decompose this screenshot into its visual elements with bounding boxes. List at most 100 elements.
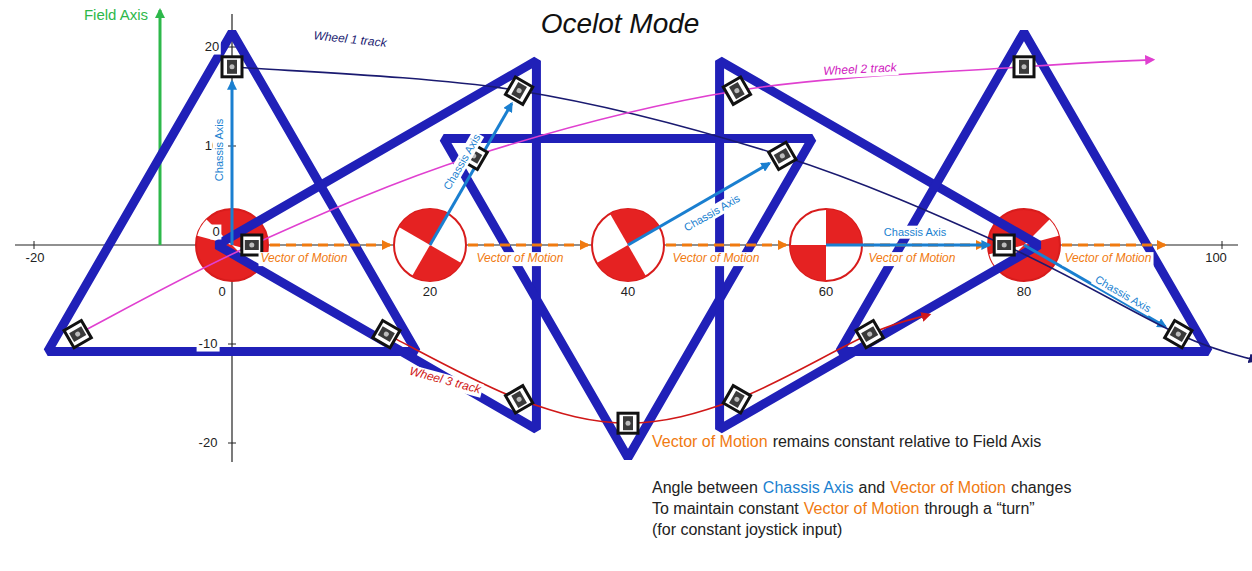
wheel-body bbox=[774, 148, 791, 164]
wheel-hub bbox=[230, 64, 235, 69]
wheel-frame bbox=[769, 142, 796, 169]
note-text: remains constant relative to Field Axis bbox=[773, 432, 1042, 453]
chassis-axis-arrow bbox=[1024, 245, 1165, 327]
wheel-hub bbox=[1175, 331, 1182, 338]
note-line: Vector of Motionremains constant relativ… bbox=[652, 432, 1041, 453]
tick-label: -20 bbox=[197, 436, 220, 451]
wheel-hub bbox=[1002, 243, 1007, 248]
omni-wheel bbox=[1014, 57, 1034, 77]
wheel-track bbox=[386, 315, 929, 424]
motion-vector bbox=[270, 244, 390, 247]
wheel-track bbox=[232, 67, 1252, 361]
vector-label: Vector of Motion bbox=[867, 252, 958, 266]
tick-mark bbox=[228, 47, 236, 48]
wheel-body bbox=[729, 82, 745, 99]
wheel-body bbox=[1170, 326, 1187, 342]
diagram-title: Ocelot Mode bbox=[539, 8, 702, 40]
wheel-hub bbox=[383, 331, 390, 338]
track-label: Wheel 3 track bbox=[406, 364, 484, 397]
tick-mark bbox=[34, 241, 35, 249]
wheel-frame bbox=[618, 413, 638, 433]
wheel-body bbox=[227, 60, 237, 74]
omni-wheel bbox=[505, 77, 532, 104]
wheel-hub bbox=[74, 331, 81, 338]
omni-wheel bbox=[64, 320, 91, 347]
motion-vector bbox=[666, 244, 786, 247]
tick-label: 20 bbox=[203, 40, 221, 55]
wheel-body bbox=[245, 240, 259, 250]
wheel-body bbox=[378, 326, 395, 342]
note-line: (for constant joystick input) bbox=[652, 520, 842, 541]
note-text: Angle between bbox=[652, 478, 758, 499]
wheel-hub bbox=[733, 87, 740, 94]
omni-wheel bbox=[618, 413, 638, 433]
wheel-body bbox=[623, 416, 633, 430]
wheel-hub bbox=[626, 421, 631, 426]
note-text: Vector of Motion bbox=[804, 499, 920, 520]
wheel-hub bbox=[779, 152, 786, 159]
wheel-frame bbox=[222, 57, 242, 77]
track-label: Wheel 2 track bbox=[821, 61, 899, 79]
tick-label: 0 bbox=[216, 285, 227, 300]
wheel-hub bbox=[1022, 64, 1027, 69]
wheel-frame bbox=[505, 386, 532, 413]
wheel-hub bbox=[516, 87, 523, 94]
wheel-hub bbox=[866, 331, 873, 338]
wheel-body bbox=[997, 240, 1011, 250]
track-label: Wheel 1 track bbox=[311, 29, 389, 51]
omni-wheel bbox=[856, 320, 883, 347]
axis-label: Chassis Axis bbox=[882, 226, 948, 239]
motion-vector bbox=[468, 244, 588, 247]
tick-label: 40 bbox=[619, 285, 637, 300]
chassis-axis-arrow bbox=[430, 104, 512, 245]
chassis-axis-arrow bbox=[826, 244, 989, 247]
wheel-frame bbox=[505, 77, 532, 104]
note-text: (for constant joystick input) bbox=[652, 520, 842, 541]
omni-wheel bbox=[723, 77, 750, 104]
wheel-hub bbox=[249, 243, 254, 248]
tick-label: 80 bbox=[1015, 285, 1033, 300]
wheel-frame bbox=[1165, 320, 1192, 347]
note-text: Vector of Motion bbox=[652, 432, 768, 453]
wheel-track bbox=[78, 60, 1154, 334]
axis-label: Chassis Axis bbox=[213, 117, 226, 183]
wheel-body bbox=[69, 326, 86, 342]
indicator-quadrant bbox=[790, 245, 826, 281]
tick-label: 100 bbox=[1203, 251, 1229, 266]
omni-wheel bbox=[994, 235, 1014, 255]
field-axis-arrow bbox=[159, 10, 162, 245]
wheel-frame bbox=[723, 386, 750, 413]
note-text: and bbox=[859, 478, 886, 499]
wheel-hub bbox=[733, 396, 740, 403]
wheel-frame bbox=[994, 235, 1014, 255]
tick-mark bbox=[228, 344, 236, 345]
vector-label: Vector of Motion bbox=[259, 252, 350, 266]
omni-wheel bbox=[373, 320, 400, 347]
chassis-outline bbox=[840, 32, 1209, 351]
tick-label: 0 bbox=[210, 225, 221, 240]
wheel-body bbox=[511, 391, 527, 408]
chassis-axis-arrow bbox=[628, 163, 769, 245]
wheel-body bbox=[511, 82, 527, 99]
chassis-axis-arrow bbox=[231, 82, 234, 245]
indicator-quadrant bbox=[412, 245, 461, 281]
wheel-body bbox=[861, 326, 878, 342]
wheel-hub bbox=[516, 396, 523, 403]
wheel-frame bbox=[64, 320, 91, 347]
tick-label: -10 bbox=[197, 337, 220, 352]
motion-vector bbox=[1062, 244, 1165, 247]
indicator-quadrant bbox=[826, 209, 862, 245]
note-text: Chassis Axis bbox=[763, 478, 854, 499]
tick-label: 20 bbox=[421, 285, 439, 300]
omni-wheel bbox=[222, 57, 242, 77]
wheel-frame bbox=[856, 320, 883, 347]
wheel-frame bbox=[1014, 57, 1034, 77]
note-text: To maintain constant bbox=[652, 499, 799, 520]
note-text: Vector of Motion bbox=[890, 478, 1006, 499]
vector-label: Vector of Motion bbox=[671, 252, 762, 266]
tick-label: -20 bbox=[24, 251, 47, 266]
axis-label: Field Axis bbox=[82, 6, 150, 23]
note-text: changes bbox=[1011, 478, 1072, 499]
tick-label: 60 bbox=[817, 285, 835, 300]
note-line: To maintain constantVector of Motionthro… bbox=[652, 499, 1035, 520]
